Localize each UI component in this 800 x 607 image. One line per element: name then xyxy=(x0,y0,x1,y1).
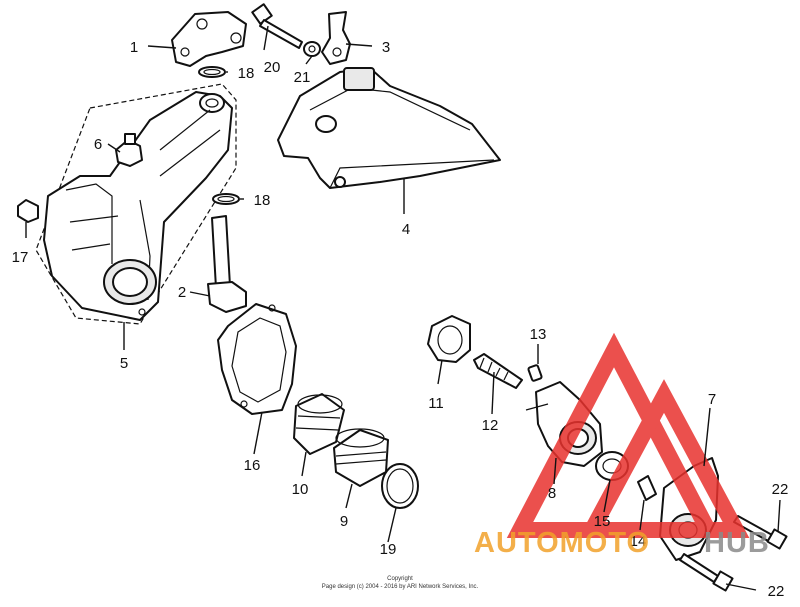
callout-20: 20 xyxy=(264,59,281,76)
part-3-lever[interactable] xyxy=(321,11,351,65)
part-22-bolt-upper[interactable] xyxy=(733,515,788,550)
callout-9: 9 xyxy=(340,513,348,530)
callout-4: 4 xyxy=(402,221,410,238)
callout-10: 10 xyxy=(292,481,309,498)
part-13-pin[interactable] xyxy=(527,364,543,382)
watermark-logo xyxy=(506,332,750,538)
part-14-spring[interactable] xyxy=(637,475,657,501)
callout-19: 19 xyxy=(380,541,397,558)
callout-1: 1 xyxy=(130,39,138,56)
callout-5: 5 xyxy=(120,355,128,372)
callout-7: 7 xyxy=(708,391,716,408)
part-12-spring[interactable] xyxy=(473,353,523,389)
watermark-wordmark: AUTOMOTO HUB xyxy=(474,527,770,559)
callout-14: 14 xyxy=(630,533,647,550)
part-18-o-ring-mid[interactable] xyxy=(212,193,240,205)
part-6-fitting[interactable] xyxy=(115,133,143,167)
watermark-brand-part1: AUTOMOTO xyxy=(474,527,650,559)
part-16-gasket[interactable] xyxy=(217,303,297,415)
callout-8: 8 xyxy=(548,485,556,502)
callout-18-mid: 18 xyxy=(254,192,271,209)
callout-17: 17 xyxy=(12,249,29,266)
part-22-bolt-lower[interactable] xyxy=(679,553,734,592)
callout-13: 13 xyxy=(530,326,547,343)
callout-6: 6 xyxy=(94,136,102,153)
callout-3: 3 xyxy=(382,39,390,56)
callout-11: 11 xyxy=(428,395,444,412)
part-1-bracket[interactable] xyxy=(171,11,247,67)
callout-22-lower: 22 xyxy=(768,583,785,600)
part-9-bearing[interactable] xyxy=(333,428,389,487)
part-10-bearing[interactable] xyxy=(293,393,345,455)
callout-16: 16 xyxy=(244,457,261,474)
callout-22-upper: 22 xyxy=(772,481,789,498)
callout-12: 12 xyxy=(482,417,499,434)
part-19-ring[interactable] xyxy=(381,463,419,509)
copyright-line: Page design (c) 2004 - 2016 by ARI Netwo… xyxy=(322,584,479,590)
callout-18-top: 18 xyxy=(238,65,255,82)
callout-15: 15 xyxy=(594,513,611,530)
part-18-o-ring-top[interactable] xyxy=(198,66,226,78)
part-17-plug[interactable] xyxy=(17,199,39,223)
part-11-clip[interactable] xyxy=(427,315,471,363)
part-4-cover[interactable] xyxy=(277,67,501,189)
callout-2: 2 xyxy=(178,284,186,301)
copyright-title: Copyright xyxy=(387,576,413,582)
callout-21: 21 xyxy=(294,69,311,86)
leader-lines xyxy=(25,25,781,591)
part-21-washer[interactable] xyxy=(303,41,321,57)
part-2-shaft[interactable] xyxy=(207,215,247,313)
watermark-brand-part2: HUB xyxy=(704,527,770,559)
part-20-bolt[interactable] xyxy=(251,3,303,49)
part-5-housing[interactable] xyxy=(35,83,237,325)
copyright-footer: Copyright Page design (c) 2004 - 2016 by… xyxy=(322,576,479,590)
callout-labels: 1 2 3 4 5 6 7 8 9 10 11 12 13 14 15 16 1… xyxy=(12,39,789,600)
